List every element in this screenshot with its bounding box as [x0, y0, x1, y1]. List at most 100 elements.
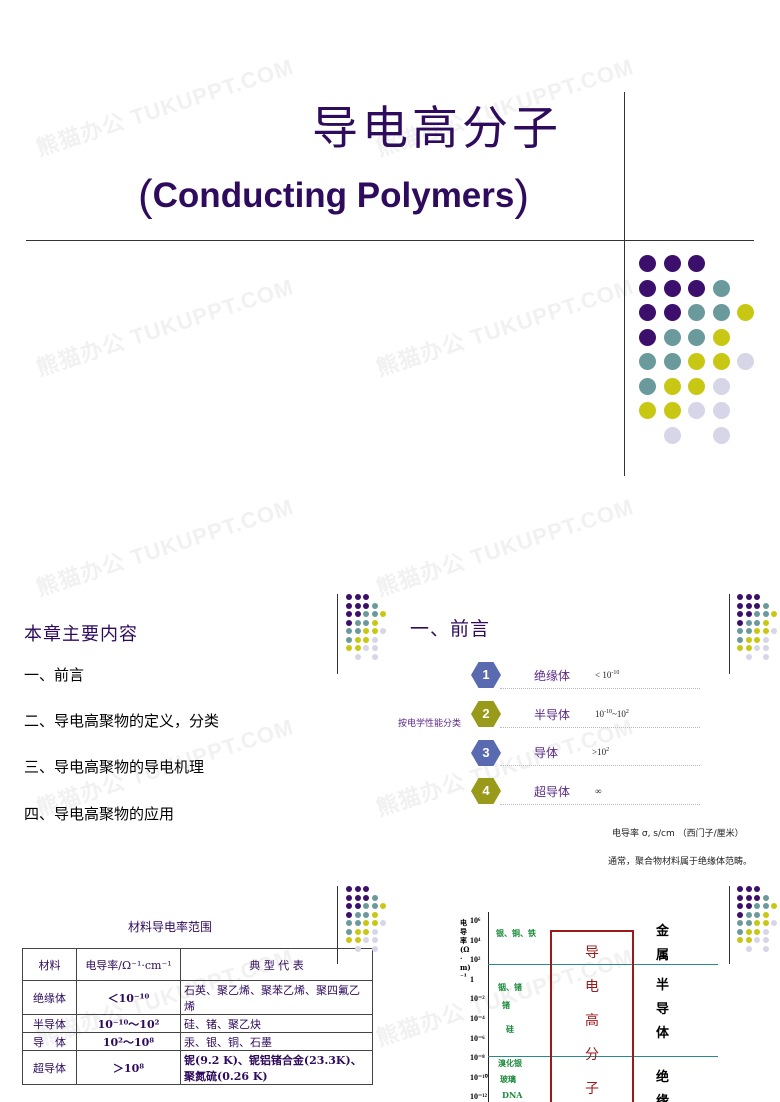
decorative-dot: [346, 903, 352, 909]
decorative-dot: [371, 619, 378, 626]
decorative-dot: [346, 619, 352, 626]
dotted-rule: [500, 688, 700, 689]
decorative-dot: [745, 945, 752, 952]
decorative-dot: [771, 903, 777, 909]
decorative-dot: [712, 402, 730, 419]
decorative-dot: [688, 304, 705, 321]
decorative-dot: [346, 886, 352, 892]
slide-title-en: (Conducting Polymers): [138, 168, 529, 220]
decorative-dot: [363, 645, 369, 651]
decorative-dot: [737, 928, 743, 935]
decorative-dot: [663, 377, 681, 395]
decorative-dot: [371, 911, 378, 918]
decorative-dot: [371, 928, 378, 935]
decorative-dot: [745, 645, 752, 651]
decorative-dot: [688, 377, 705, 395]
decorative-dot: [754, 894, 760, 901]
toc-divider: [337, 594, 338, 674]
decorative-dot: [371, 636, 378, 643]
decorative-dot: [354, 594, 361, 600]
decorative-dot: [354, 619, 361, 626]
scale-tick-label: 10⁻²: [470, 994, 485, 1004]
decorative-dot: [639, 304, 656, 321]
example-label: 银、铜、铁: [496, 928, 536, 938]
decorative-dot: [737, 903, 743, 909]
decorative-dot: [771, 920, 777, 926]
table-header: 材料: [22, 948, 77, 981]
decorative-dot: [371, 628, 378, 634]
decorative-dot: [354, 628, 361, 634]
decorative-dot: [380, 611, 386, 617]
decorative-dot: [745, 628, 752, 634]
decorative-dot: [663, 304, 681, 321]
watermark: 熊猫办公 TUKUPPT.COM: [33, 53, 297, 161]
table-cell: ＞10⁸: [76, 1050, 181, 1085]
decorative-dot: [639, 402, 656, 419]
decorative-dot: [745, 602, 752, 609]
decorative-dot: [745, 928, 752, 935]
polymer-char: 导: [585, 945, 599, 961]
decorative-dot: [754, 619, 760, 626]
step-2-hex: 2: [471, 701, 501, 727]
decorative-dot: [745, 903, 752, 909]
category-char: 绝: [656, 1070, 670, 1085]
diagram-divider: [729, 886, 730, 964]
decorative-dot: [762, 937, 769, 943]
decorative-dot: [371, 903, 378, 909]
scale-tick-label: 10⁻⁴: [470, 1014, 485, 1023]
table-divider: [337, 886, 338, 964]
decorative-dot: [745, 611, 752, 617]
decorative-dot: [639, 255, 656, 272]
decorative-dot: [354, 937, 361, 943]
decorative-dot: [346, 937, 352, 943]
table-cell: 10⁻¹⁰～10²: [76, 1014, 181, 1033]
decorative-dot: [371, 937, 378, 943]
decorative-dot: [745, 894, 752, 901]
decorative-dot: [762, 911, 769, 918]
toc-item: 四、导电高聚物的应用: [24, 805, 175, 823]
decorative-dot: [762, 920, 769, 926]
decorative-dot: [712, 328, 730, 346]
category-char: 金: [656, 924, 670, 939]
decorative-dot: [762, 903, 769, 909]
category-char: 体: [656, 1026, 670, 1041]
polymer-char: 分: [585, 1047, 599, 1063]
decorative-dot: [745, 594, 752, 600]
class-label: 超导体: [534, 785, 571, 799]
decorative-dot: [754, 937, 760, 943]
decorative-dot: [371, 894, 378, 901]
scale-tick-label: 10⁴: [470, 935, 481, 945]
decorative-dot: [363, 594, 369, 600]
decorative-dot: [354, 945, 361, 952]
scale-tick-label: 1: [470, 974, 474, 984]
decorative-dot: [346, 611, 352, 617]
watermark: 熊猫办公 TUKUPPT.COM: [33, 493, 297, 601]
table-cell: 石英、聚乙烯、聚苯乙烯、聚四氟乙烯: [180, 980, 373, 1015]
decorative-dot: [712, 426, 730, 444]
decorative-dot: [354, 894, 361, 901]
decorative-dot: [663, 328, 681, 346]
decorative-dot: [762, 894, 769, 901]
decorative-dot: [737, 619, 743, 626]
decorative-dot: [354, 611, 361, 617]
decorative-dot: [354, 920, 361, 926]
decorative-dot: [346, 645, 352, 651]
decorative-dot: [639, 328, 656, 346]
intro-divider: [729, 594, 730, 674]
decorative-dot: [737, 611, 743, 617]
title-underline: [26, 240, 754, 241]
decorative-dot: [354, 636, 361, 643]
decorative-dot: [354, 653, 361, 660]
decorative-dot: [754, 611, 760, 617]
category-char: 导: [656, 1002, 670, 1017]
class-value: < 10-10: [595, 670, 620, 680]
decorative-dot: [745, 920, 752, 926]
diagram-frame-left: [488, 912, 489, 1102]
decorative-dot: [346, 594, 352, 600]
toc-item: 二、导电高聚物的定义，分类: [24, 712, 220, 730]
table-cell: 汞、银、铜、石墨: [180, 1032, 373, 1051]
table-cell: 超导体: [22, 1050, 77, 1085]
decorative-dot: [771, 611, 777, 617]
decorative-dot: [363, 937, 369, 943]
